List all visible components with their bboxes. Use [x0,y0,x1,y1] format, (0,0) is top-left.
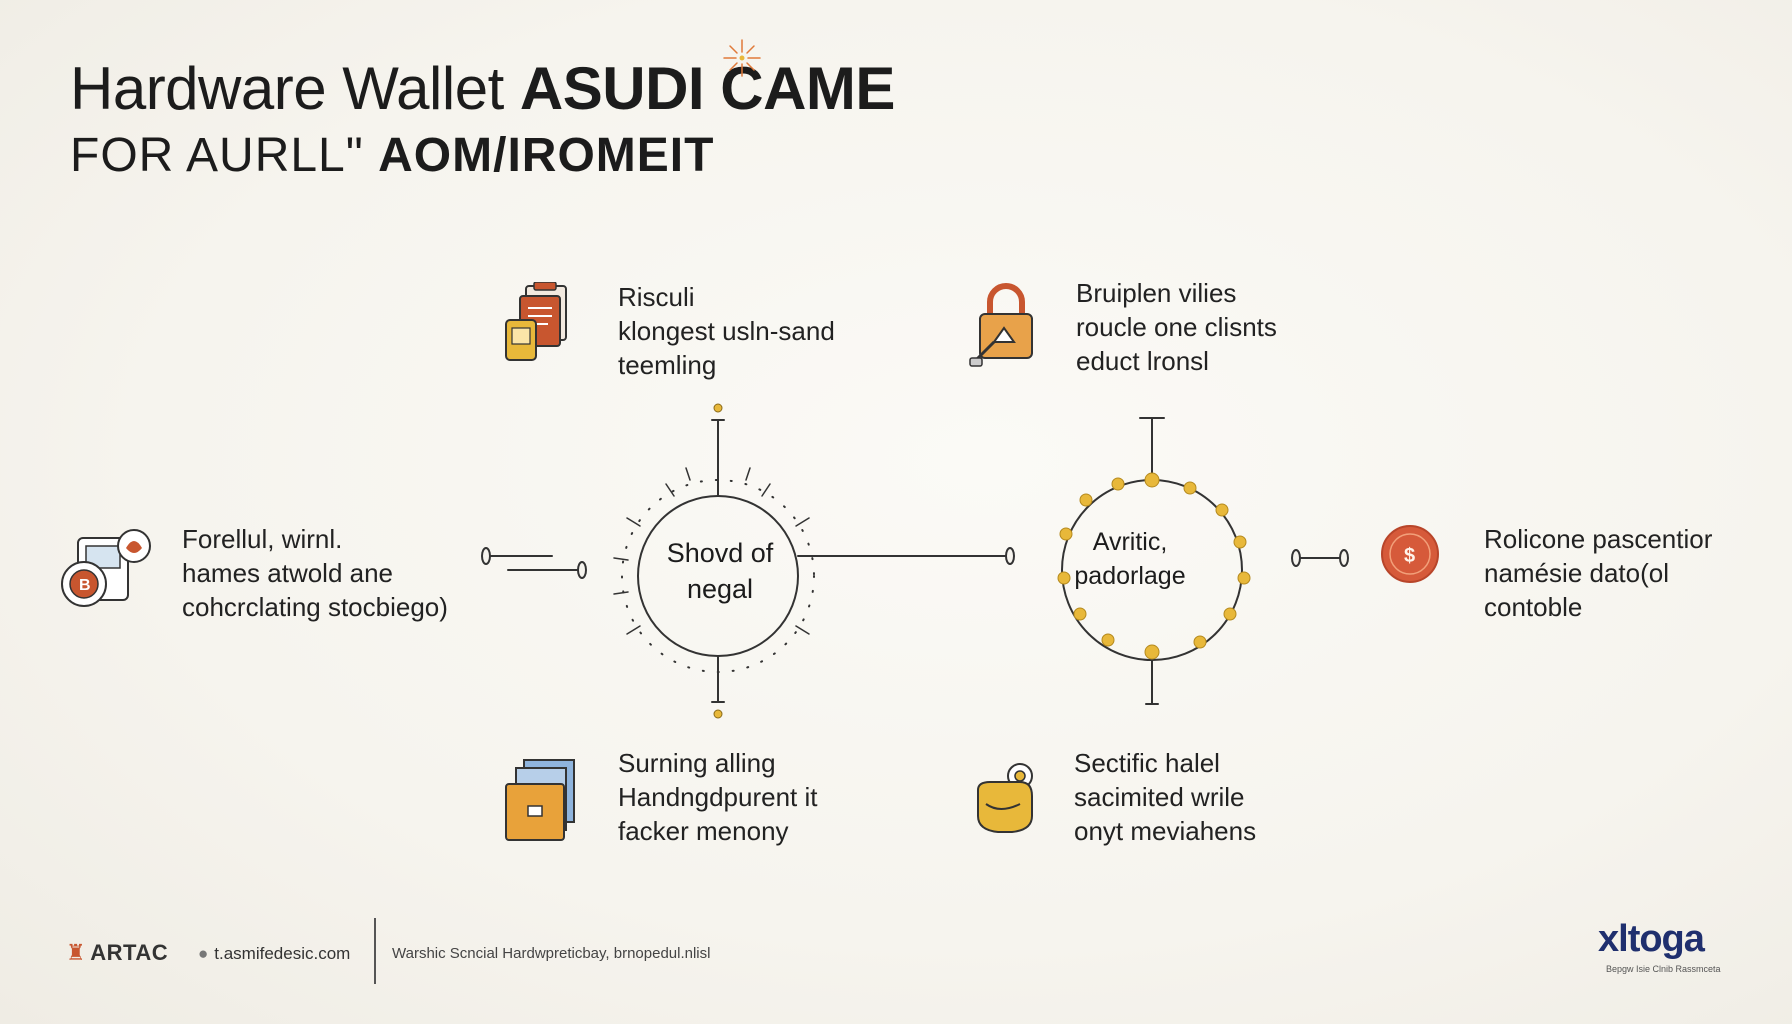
footer-note: Warshic Scncial Hardwpreticbay, brnopedu… [392,945,711,962]
padlock-tag-icon [969,283,1033,367]
text-line: Surning alling [618,748,776,778]
right-hub-label-line: Avritic, [1092,528,1168,556]
right-hub-label: Avritic, padorlage [1050,525,1210,593]
footer-site[interactable]: ● t.asmifedesic.com [198,944,350,964]
title-line-1: Hardware Wallet ASUDI CAME [70,54,895,123]
text-line: namésie dato(ol [1484,558,1669,588]
text-line: Handngdpurent it [618,782,818,812]
svg-text:B: B [79,577,91,594]
key-bag-icon [977,763,1033,833]
right-hub-label-line: padorlage [1074,562,1186,590]
text-line: educt lronsl [1076,346,1209,376]
footer-logo-subtitle: Bepgw Isie Clnib Rassmceta [1606,964,1721,974]
text-line: Rolicone pascentior [1484,524,1713,554]
left-hub-label-line: Shovd of [666,538,774,568]
text-block-top-right: Bruiplen vilies roucle one clisnts educt… [1076,276,1277,378]
title-line-1-plain: Hardware Wallet [70,55,520,122]
left-hub-label-line: negal [686,574,754,604]
text-line: sacimited wrile [1074,782,1245,812]
document-phone-icon [505,282,567,361]
text-line: hames atwold ane [182,558,394,588]
text-block-bottom-right: Sectific halel sacimited wrile onyt mevi… [1074,746,1256,848]
text-line: Forellul, wirnl. [182,524,343,554]
footer-logo: xltoga [1598,918,1705,960]
text-line: onyt meviahens [1074,816,1257,846]
footer-divider [374,918,376,984]
title-line-2-plain: FOR AURLL" [70,129,379,182]
title-line-2-bold: AOM/IROMEIT [378,129,715,182]
text-block-left: Forellul, wirnl. hames atwold ane cohcrc… [182,522,448,624]
text-line: Sectific halel [1074,748,1220,778]
bullet-icon: ● [198,944,209,963]
text-line: klongest usln-sand [618,316,835,346]
svg-text:$: $ [1404,545,1415,567]
title-line-2: FOR AURLL" AOM/IROMEIT [70,128,714,183]
title-line-1-bold: ASUDI CAME [519,55,896,122]
folder-box-icon [505,759,575,841]
footer-site-text[interactable]: t.asmifedesic.com [214,944,351,963]
right-hub-beads [1057,472,1251,660]
text-line: Risculi [618,282,695,312]
coin-icon: $ [1381,525,1439,583]
text-block-right: Rolicone pascentior namésie dato(ol cont… [1484,522,1712,624]
sparkle-icon [723,39,761,77]
text-block-bottom-left: Surning alling Handngdpurent it facker m… [618,746,817,848]
brand-mark-icon: ♜ [66,940,87,965]
footer-brand: ♜ARTAC [66,940,168,966]
left-hub-label: Shovd of negal [645,535,795,607]
text-line: cohcrclating stocbiego) [182,592,448,622]
footer-brand-text: ARTAC [90,940,169,965]
text-line: Bruiplen vilies [1076,278,1237,308]
bitcoin-device-icon: B [61,529,151,607]
text-line: facker menony [618,816,789,846]
text-block-top-left: Risculi klongest usln-sand teemling [618,280,835,382]
text-line: teemling [618,350,717,380]
text-line: roucle one clisnts [1076,312,1277,342]
text-line: contoble [1484,592,1583,622]
